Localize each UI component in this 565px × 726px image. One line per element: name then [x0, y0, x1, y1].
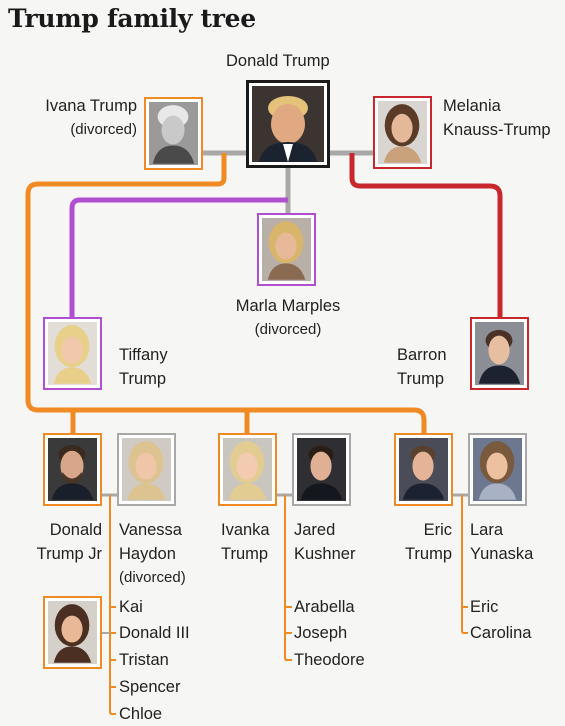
- vanessa-second-line: Haydon: [119, 545, 176, 563]
- barron-first-line: Barron: [397, 346, 447, 364]
- grandchild-name: Carolina: [470, 624, 532, 642]
- eric-second-line: Trump: [404, 545, 452, 563]
- vanessa-haydon-label: Vanessa Haydon (divorced): [119, 518, 186, 590]
- grandchild-name: Spencer: [119, 678, 181, 696]
- ivanka-trump-label: Ivanka Trump: [221, 518, 270, 566]
- marla-name: Marla Marples: [235, 297, 341, 315]
- barron-trump-label: Barron Trump: [397, 343, 447, 391]
- marla-marples-photo: [257, 213, 316, 286]
- melania-second-line: Knauss-Trump: [443, 121, 551, 139]
- ivana-divorced-note: (divorced): [70, 121, 137, 138]
- grandchild-name: Chloe: [119, 705, 163, 723]
- donald-trump-photo: [246, 80, 330, 168]
- vanessa-haydon-photo: [117, 433, 176, 506]
- ivanka-first-line: Ivanka: [221, 521, 270, 539]
- marla-divorced-note: (divorced): [254, 321, 322, 338]
- grandchild-name: Eric: [470, 598, 499, 616]
- tiffany-first-line: Tiffany: [119, 346, 168, 364]
- jared-kushner-photo: [292, 433, 351, 506]
- lara-yunaska-label: Lara Yunaska: [470, 518, 533, 566]
- tiffany-trump-label: Tiffany Trump: [119, 343, 168, 391]
- lara-yunaska-photo: [468, 433, 527, 506]
- lara-first-line: Lara: [470, 521, 504, 539]
- marla-marples-label: Marla Marples (divorced): [222, 294, 354, 342]
- ivanka-kids-bracket: [284, 495, 292, 661]
- grandchild-name: Joseph: [294, 624, 348, 642]
- ivana-name: Ivana Trump: [45, 97, 137, 115]
- barron-trump-photo: [470, 317, 529, 390]
- page-title: Trump family tree: [8, 4, 256, 33]
- melania-photo: [373, 96, 432, 169]
- jared-first-line: Jared: [294, 521, 336, 539]
- marla-tiffany-line: [69, 197, 288, 318]
- melania-barron-line: [349, 153, 503, 318]
- tiffany-trump-photo: [43, 317, 102, 390]
- melania-first-line: Melania: [443, 97, 501, 115]
- tiffany-second-line: Trump: [119, 370, 167, 388]
- ivanka-trump-photo: [218, 433, 277, 506]
- donaldjr-second-line: Trump Jr: [36, 545, 102, 563]
- melania-label: Melania Knauss-Trump: [443, 94, 551, 142]
- donaldjr-first-line: Donald: [49, 521, 102, 539]
- grandchild-name: Arabella: [294, 598, 355, 616]
- grandchild-name: Donald III: [119, 624, 190, 642]
- ivana-trump-label: Ivana Trump (divorced): [27, 94, 137, 142]
- donaldjr-kids-bracket: [109, 495, 116, 715]
- grandchild-name: Kai: [119, 598, 143, 616]
- vanessa-first-line: Vanessa: [119, 521, 182, 539]
- ivana-trump-photo: [144, 97, 203, 170]
- kai-trump-photo: [43, 596, 102, 669]
- jared-second-line: Kushner: [294, 545, 356, 563]
- donald-trump-jr-label: Donald Trump Jr: [26, 518, 102, 566]
- jared-kushner-label: Jared Kushner: [294, 518, 355, 566]
- grandchild-name: Theodore: [294, 651, 365, 669]
- eric-trump-photo: [394, 433, 453, 506]
- eric-first-line: Eric: [423, 521, 452, 539]
- eric-trump-label: Eric Trump: [397, 518, 452, 566]
- eric-kids-bracket: [461, 495, 468, 634]
- grandchild-name: Tristan: [119, 651, 169, 669]
- ivana-children-line: [25, 153, 427, 434]
- barron-second-line: Trump: [397, 370, 445, 388]
- donald-trump-label: Donald Trump: [226, 52, 330, 70]
- lara-second-line: Yunaska: [470, 545, 534, 563]
- donald-trump-jr-photo: [43, 433, 102, 506]
- vanessa-divorced-note: (divorced): [119, 569, 186, 586]
- ivanka-second-line: Trump: [221, 545, 269, 563]
